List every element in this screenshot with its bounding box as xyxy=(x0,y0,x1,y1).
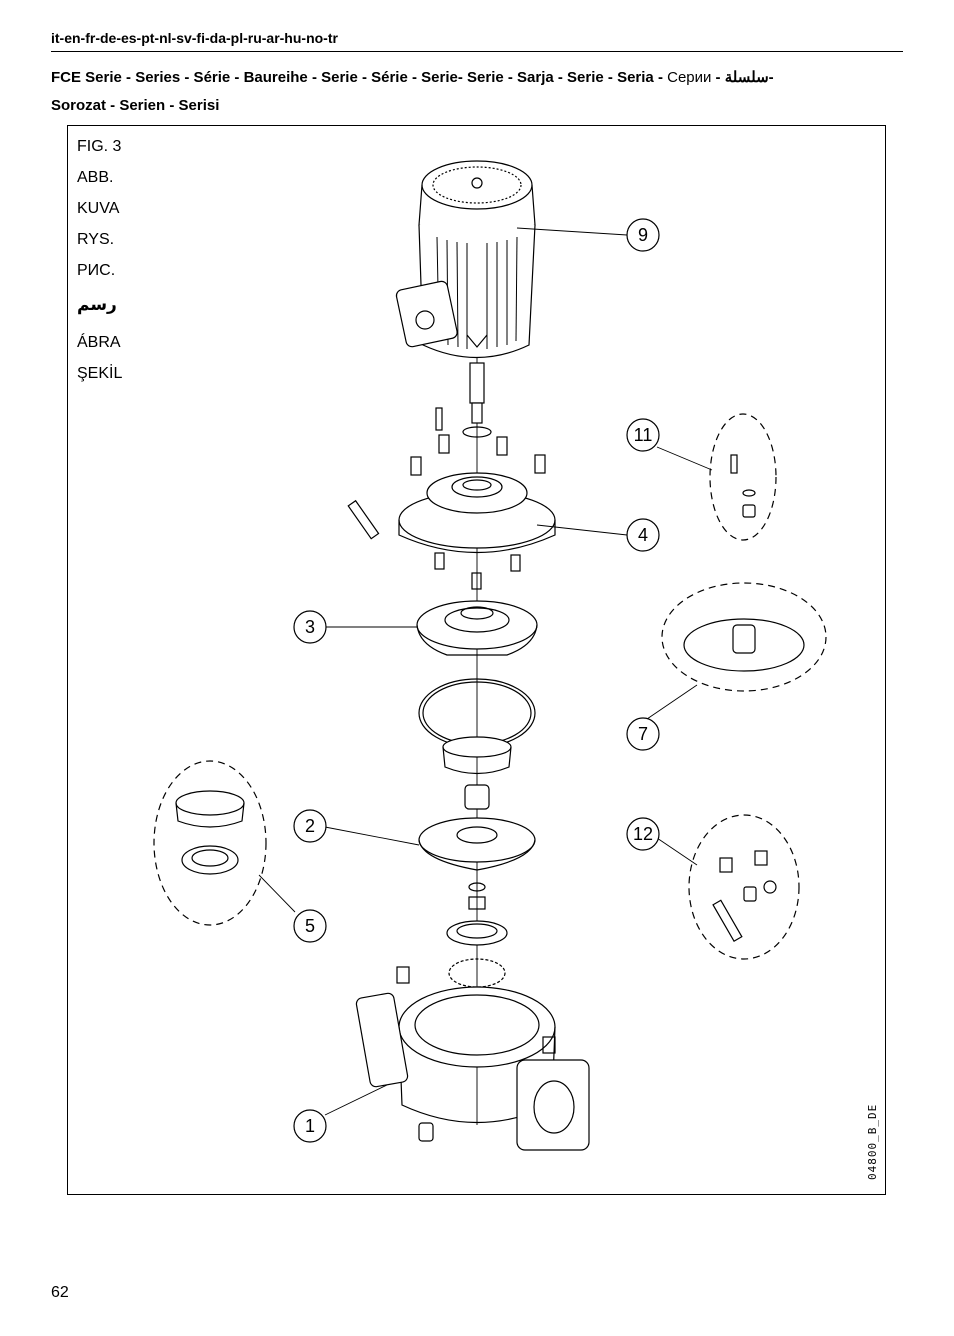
callout-11: 11 xyxy=(634,425,653,445)
detail-12-plug xyxy=(719,857,733,873)
impeller xyxy=(418,817,536,871)
callout-1-circle xyxy=(293,1109,327,1143)
detail-5-ring2 xyxy=(181,845,239,875)
wear-ring-bottom xyxy=(446,920,508,946)
callout-3-circle xyxy=(293,610,327,644)
motor-bracket xyxy=(398,472,556,553)
callout-12-circle xyxy=(626,817,660,851)
figure-frame xyxy=(67,125,886,1195)
callout-7: 7 xyxy=(638,724,648,744)
fig-label-tr: ŞEKİL xyxy=(77,365,123,382)
callout-11-circle xyxy=(626,418,660,452)
series-title-main: FCE Serie - Series - Série - Baureihe - … xyxy=(51,69,668,86)
wear-ring-top xyxy=(442,736,512,775)
detail-11-key xyxy=(730,454,738,474)
drawing-code: 04800_B_DE xyxy=(866,1103,879,1180)
impeller-nut xyxy=(468,896,486,910)
fig-label-hu: ÁBRA xyxy=(77,334,121,351)
page-number: 62 xyxy=(51,1284,69,1301)
series-title-line2: Sorozat - Serien - Serisi xyxy=(51,97,220,114)
pump-body xyxy=(355,966,590,1151)
series-title-ar: سلسلة xyxy=(724,69,769,86)
gasket xyxy=(448,958,506,988)
callout-7-circle xyxy=(626,717,660,751)
callout-9-circle xyxy=(626,218,660,252)
detail-7 xyxy=(661,582,827,692)
series-title-end: - xyxy=(768,69,774,86)
fig-label-pl: RYS. xyxy=(77,231,115,248)
languages-header: it-en-fr-de-es-pt-nl-sv-fi-da-pl-ru-ar-h… xyxy=(51,30,338,46)
fig-label-de: ABB. xyxy=(77,169,114,186)
callout-2-circle xyxy=(293,809,327,843)
detail-7-disc xyxy=(683,618,805,672)
header-rule xyxy=(51,51,903,52)
callout-2: 2 xyxy=(305,816,315,836)
bolts-under-bracket xyxy=(434,552,521,590)
washer-top xyxy=(462,426,492,438)
detail-5 xyxy=(153,760,267,926)
key xyxy=(435,407,443,431)
washer xyxy=(468,882,486,892)
series-title-sep: - xyxy=(711,69,725,86)
callout-5: 5 xyxy=(305,916,315,936)
detail-11 xyxy=(709,413,777,541)
exploded-pump-drawing xyxy=(153,160,827,1151)
fig-label-fi: KUVA xyxy=(77,200,120,217)
fig-label-ru: РИС. xyxy=(77,262,116,279)
callout-1: 1 xyxy=(305,1116,315,1136)
series-title-ru: Серии xyxy=(667,69,712,86)
leader-lines xyxy=(258,227,713,1116)
callout-4-circle xyxy=(626,518,660,552)
callout-4: 4 xyxy=(638,525,648,545)
figure-labels: FIG. 3 ABB. KUVA RYS. РИС. رسم ÁBRA ŞEKİ… xyxy=(77,136,122,394)
fig-label-it: FIG. 3 xyxy=(77,138,122,155)
spacer xyxy=(464,784,490,810)
motor-assembly xyxy=(395,160,536,424)
callout-3: 3 xyxy=(305,617,315,637)
fig-label-ar: رسم xyxy=(77,295,117,315)
detail-12 xyxy=(688,814,800,960)
bolt-side xyxy=(347,499,380,540)
callout-9: 9 xyxy=(638,225,648,245)
callout-12: 12 xyxy=(633,824,653,844)
series-title: FCE Serie - Series - Série - Baureihe - … xyxy=(51,64,911,120)
callout-5-circle xyxy=(293,909,327,943)
bolts-top xyxy=(410,434,546,476)
pump-cover xyxy=(416,600,538,656)
